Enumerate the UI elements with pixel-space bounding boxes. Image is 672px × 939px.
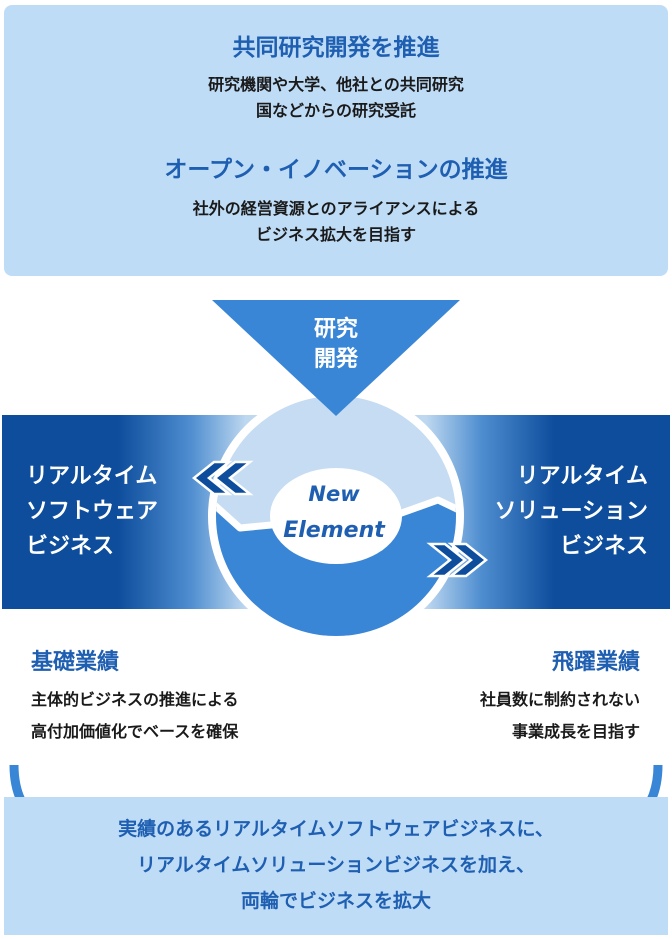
left-result-heading: 基礎業績 bbox=[31, 650, 120, 675]
left-result-line-1: 主体的ビジネスの推進による bbox=[31, 690, 239, 709]
bottom-summary-box bbox=[4, 797, 668, 935]
right-band-line-2: ソリューション bbox=[494, 499, 648, 524]
heading-open-innovation: オープン・イノベーションの推進 bbox=[164, 157, 508, 183]
left-double-chevron-icon bbox=[191, 460, 254, 496]
triangle-label-line-1: 研究 bbox=[314, 316, 358, 342]
left-band-line-1: リアルタイム bbox=[26, 464, 158, 489]
left-band-line-2: ソフトウェア bbox=[26, 499, 159, 524]
left-result-line-2: 高付加価値化でベースを確保 bbox=[31, 722, 239, 741]
bottom-line-2: リアルタイムソリューションビジネスを加え、 bbox=[136, 854, 536, 876]
rd-triangle bbox=[212, 300, 460, 416]
joint-rd-line-1: 研究機関や大学、他社との共同研究 bbox=[208, 75, 464, 94]
circle-label-element: Element bbox=[283, 518, 386, 543]
heading-joint-rd: 共同研究開発を推進 bbox=[232, 35, 440, 61]
right-result-line-1: 社員数に制約されない bbox=[479, 690, 640, 709]
bottom-summary-text: 実績のあるリアルタイムソフトウェアビジネスに、 リアルタイムソリューションビジネ… bbox=[0, 811, 672, 919]
joint-rd-line-2: 国などからの研究受託 bbox=[255, 101, 416, 120]
top-info-box bbox=[4, 5, 668, 276]
right-double-chevron-icon bbox=[426, 542, 489, 578]
bottom-line-3: 両輪でビジネスを拡大 bbox=[240, 890, 431, 912]
bottom-line-1: 実績のあるリアルタイムソフトウェアビジネスに、 bbox=[118, 818, 554, 840]
right-result-heading: 飛躍業績 bbox=[551, 650, 640, 675]
right-result-line-2: 事業成長を目指す bbox=[511, 722, 640, 741]
open-innovation-line-2: ビジネス拡大を目指す bbox=[255, 225, 416, 244]
right-band-line-3: ビジネス bbox=[559, 534, 648, 559]
open-innovation-line-1: 社外の経営資源とのアライアンスによる bbox=[192, 199, 480, 218]
left-band-line-3: ビジネス bbox=[26, 534, 115, 559]
triangle-label-line-2: 開発 bbox=[314, 347, 359, 372]
circle-label-new: New bbox=[308, 482, 360, 506]
new-element-ellipse bbox=[270, 468, 402, 564]
right-band-line-1: リアルタイム bbox=[516, 464, 648, 489]
